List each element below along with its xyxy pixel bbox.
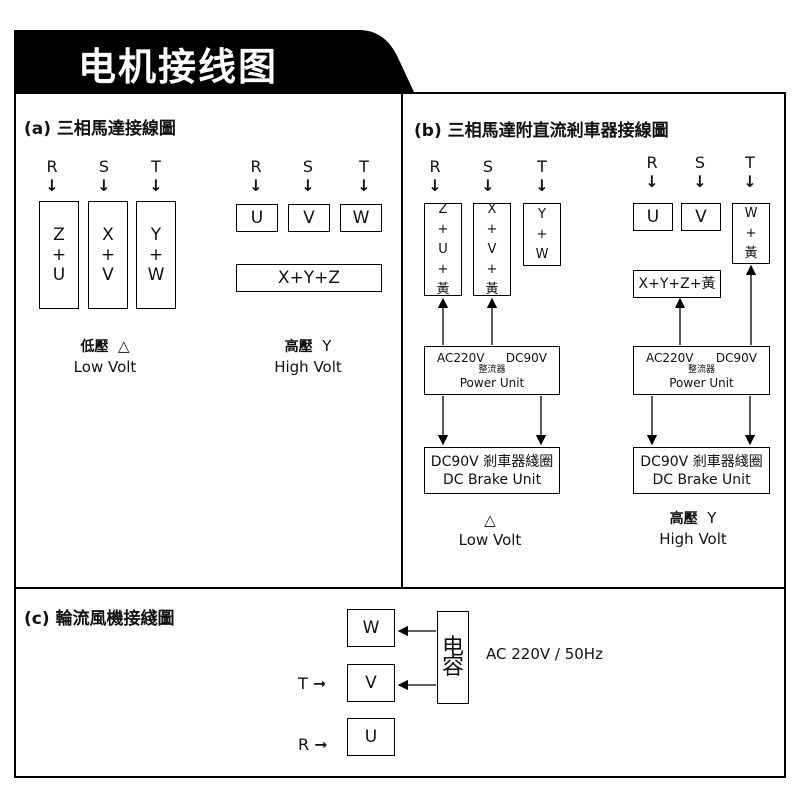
down-arrow-icon: ↓	[481, 176, 495, 195]
input-label-s: S	[98, 157, 110, 176]
input-label-s: S	[482, 157, 494, 176]
section-a-title: (a) 三相馬達接線圖	[24, 119, 176, 139]
input-label-r: R	[250, 157, 262, 176]
terminal-w: W	[347, 609, 395, 647]
terminal-xv: X+V	[88, 201, 128, 309]
input-label-t: T	[359, 157, 369, 176]
input-label-r: R	[429, 157, 441, 176]
down-arrow-icon: ↓	[693, 172, 707, 191]
high-volt-label: 高壓 Y High Volt	[274, 337, 342, 376]
down-arrow-icon: ↓	[535, 176, 549, 195]
terminal-xv-yellow: X+V+黃	[473, 202, 511, 297]
divider-horizontal	[14, 587, 786, 589]
terminal-zu-yellow: Z+U+黃	[424, 202, 462, 297]
title-banner	[14, 30, 414, 92]
section-b-title: (b) 三相馬達附直流剎車器接線圖	[414, 121, 669, 141]
terminal-u: U	[347, 718, 395, 756]
brake-unit-box: DC90V 剎車器綫圈 DC Brake Unit	[633, 447, 770, 494]
terminal-v: V	[681, 203, 721, 231]
divider-vertical	[401, 92, 403, 589]
star-point-box: X+Y+Z	[236, 264, 382, 292]
high-volt-label: 高壓 Y High Volt	[659, 509, 727, 548]
down-arrow-icon: ↓	[149, 176, 163, 195]
down-arrow-icon: ↓	[645, 172, 659, 191]
down-arrow-icon: ↓	[249, 176, 263, 195]
low-volt-label: △ Low Volt	[458, 511, 522, 549]
terminal-u: U	[633, 203, 673, 231]
terminal-v: V	[288, 204, 330, 232]
down-arrow-icon: ↓	[743, 172, 757, 191]
section-c-title: (c) 輪流風機接綫圖	[24, 609, 175, 629]
star-point-box: X+Y+Z+黃	[633, 270, 721, 298]
input-label-t: T	[537, 157, 547, 176]
capacitor-box: 电容	[437, 611, 469, 704]
right-arrow-icon: ➞	[312, 674, 327, 693]
terminal-v: V	[347, 664, 395, 702]
terminal-w-yellow: W+黃	[732, 203, 770, 264]
input-label-t: T	[745, 153, 755, 172]
supply-label: AC 220V / 50Hz	[486, 645, 603, 663]
down-arrow-icon: ↓	[357, 176, 371, 195]
right-arrow-icon: ➞	[314, 735, 328, 754]
input-label-r: R	[46, 157, 58, 176]
input-label-r: R ➞	[298, 735, 328, 754]
down-arrow-icon: ↓	[301, 176, 315, 195]
terminal-u: U	[236, 204, 278, 232]
diagram-frame	[14, 92, 786, 778]
low-volt-label: 低壓 △ Low Volt	[73, 337, 137, 376]
terminal-w: W	[340, 204, 382, 232]
terminal-yw: Y+W	[523, 203, 561, 266]
down-arrow-icon: ↓	[45, 176, 59, 195]
input-label-t: T ➞	[298, 674, 327, 693]
brake-unit-box: DC90V 剎車器綫圈 DC Brake Unit	[424, 447, 560, 494]
down-arrow-icon: ↓	[428, 176, 442, 195]
input-label-r: R	[646, 153, 658, 172]
input-label-t: T	[151, 157, 161, 176]
down-arrow-icon: ↓	[97, 176, 111, 195]
terminal-yw: Y+W	[136, 201, 176, 309]
page-title: 电机接线图	[78, 45, 279, 89]
input-label-s: S	[694, 153, 706, 172]
input-label-s: S	[302, 157, 314, 176]
terminal-zu: Z+U	[39, 201, 79, 309]
